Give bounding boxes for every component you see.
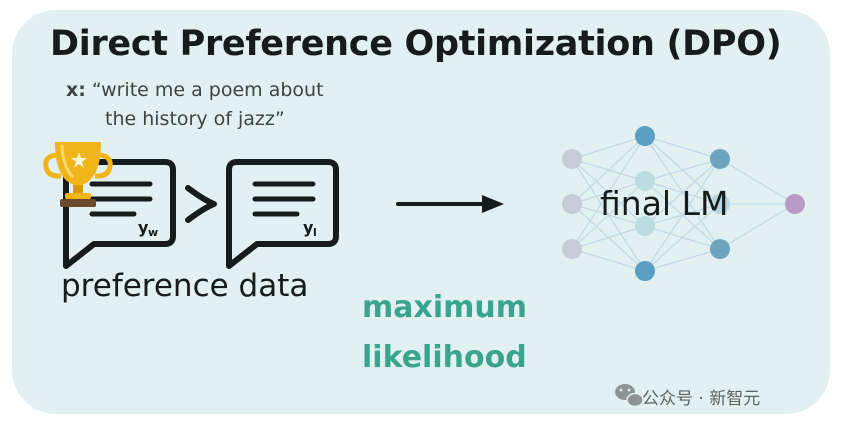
watermark: 公众号 · 新智元	[614, 384, 760, 409]
prompt-line-2: the history of jazz”	[105, 108, 285, 130]
prompt-label: x:	[66, 79, 86, 101]
maximum-label: maximum	[362, 290, 528, 325]
preference-data-caption: preference data	[61, 268, 309, 304]
prompt-line-1: “write me a poem about	[91, 79, 324, 101]
svg-text:y: y	[303, 218, 314, 237]
loser-subscript: l	[313, 226, 317, 239]
slide-title: Direct Preference Optimization (DPO)	[50, 24, 782, 64]
svg-text:y: y	[138, 218, 149, 237]
trophy-icon	[43, 142, 113, 207]
arrow-right-icon	[396, 195, 504, 213]
wechat-icon	[615, 384, 644, 408]
winner-subscript: w	[148, 226, 158, 239]
likelihood-label: likelihood	[362, 340, 527, 375]
neural-network-icon	[562, 126, 805, 281]
chat-bubble-icon: y l	[226, 159, 339, 269]
succeeds-symbol	[185, 185, 217, 223]
final-lm-label: final LM	[600, 184, 729, 223]
watermark-text: 公众号 · 新智元	[642, 389, 761, 409]
prompt-text: x: “write me a poem about the history of…	[66, 76, 324, 134]
